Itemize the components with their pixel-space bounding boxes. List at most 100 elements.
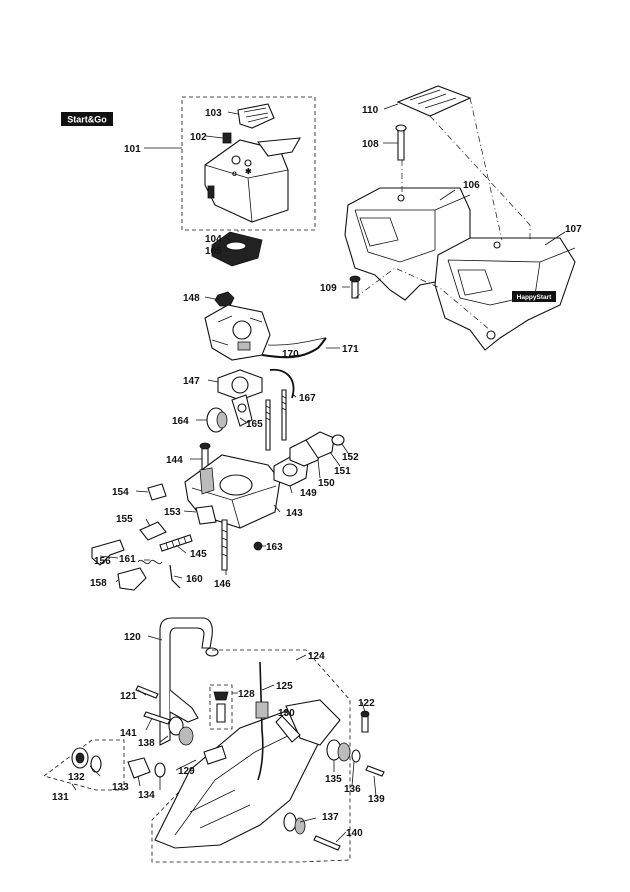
part-129-part bbox=[203, 745, 227, 765]
label-153: 153 bbox=[164, 507, 181, 518]
part-170-fuel-line bbox=[261, 337, 327, 359]
label-139: 139 bbox=[368, 794, 385, 805]
label-132: 132 bbox=[68, 772, 85, 783]
label-108: 108 bbox=[362, 139, 379, 150]
label-151: 151 bbox=[334, 466, 351, 477]
label-146: 146 bbox=[214, 579, 231, 590]
part-167-hose bbox=[269, 368, 295, 399]
part-108-bolt bbox=[397, 127, 405, 161]
part-137-damper bbox=[283, 812, 297, 832]
svg-text:o: o bbox=[232, 169, 237, 178]
group-101-box bbox=[181, 96, 316, 231]
part-130-part bbox=[275, 715, 301, 743]
label-161: 161 bbox=[119, 554, 136, 565]
part-110-plate bbox=[396, 85, 472, 117]
part-160-pin bbox=[169, 564, 181, 589]
part-152-washer bbox=[331, 434, 345, 446]
part-141-screw bbox=[143, 711, 171, 725]
label-144: 144 bbox=[166, 455, 183, 466]
label-164: 164 bbox=[172, 416, 189, 427]
label-156: 156 bbox=[94, 556, 111, 567]
label-136: 136 bbox=[344, 784, 361, 795]
label-101: 101 bbox=[124, 144, 141, 155]
label-106: 106 bbox=[463, 180, 480, 191]
part-103-filter-element bbox=[237, 103, 275, 129]
label-104: 104 bbox=[205, 234, 222, 245]
label-150: 150 bbox=[318, 478, 335, 489]
label-125: 125 bbox=[276, 681, 293, 692]
label-133: 133 bbox=[112, 782, 129, 793]
label-147: 147 bbox=[183, 376, 200, 387]
part-134-ring bbox=[154, 762, 166, 778]
start-go-label: Start&Go bbox=[67, 115, 107, 125]
label-137: 137 bbox=[322, 812, 339, 823]
handle-group bbox=[43, 617, 385, 863]
part-109-bolt bbox=[351, 279, 359, 299]
carburetor-group bbox=[91, 291, 345, 591]
label-110: 110 bbox=[362, 105, 379, 116]
part-148-nut bbox=[214, 291, 235, 307]
label-170: 170 bbox=[282, 349, 299, 360]
part-163-nut bbox=[253, 541, 263, 551]
label-129: 129 bbox=[178, 766, 195, 777]
label-130: 130 bbox=[278, 708, 295, 719]
part-138-bushing bbox=[168, 716, 184, 736]
top-cover-group bbox=[344, 85, 576, 351]
label-107: 107 bbox=[565, 224, 582, 235]
label-148: 148 bbox=[183, 293, 200, 304]
label-155: 155 bbox=[116, 514, 133, 525]
label-145: 145 bbox=[190, 549, 207, 560]
part-151-plate bbox=[305, 431, 335, 459]
leader-lines bbox=[71, 103, 566, 843]
label-122: 122 bbox=[358, 698, 375, 709]
label-121: 121 bbox=[120, 691, 137, 702]
label-138: 138 bbox=[138, 738, 155, 749]
label-128: 128 bbox=[238, 689, 255, 700]
label-103: 103 bbox=[205, 108, 222, 119]
group-124-box bbox=[151, 649, 351, 863]
label-140: 140 bbox=[346, 828, 363, 839]
happy-start-badge: HappyStart bbox=[512, 291, 556, 302]
part-154-clip bbox=[147, 483, 167, 501]
part-155-pad bbox=[139, 521, 167, 541]
part-labels: 101 102 103 104 105 106 107 108 109 110 … bbox=[52, 105, 582, 839]
part-125-cable bbox=[257, 661, 264, 781]
part-101-cover-flap bbox=[256, 137, 302, 157]
group-128-box bbox=[209, 684, 233, 730]
part-158-part bbox=[117, 567, 147, 591]
part-136-washer bbox=[351, 749, 361, 763]
part-120-front-handle bbox=[159, 617, 213, 746]
label-158: 158 bbox=[90, 578, 107, 589]
part-140-screw bbox=[313, 835, 341, 851]
label-149: 149 bbox=[300, 488, 317, 499]
label-141: 141 bbox=[120, 728, 137, 739]
part-146-bolt bbox=[221, 519, 228, 571]
air-filter-cover-group: o ✱ bbox=[181, 96, 316, 267]
happy-start-label: HappyStart bbox=[517, 294, 553, 301]
part-145-spring-screw bbox=[159, 534, 193, 552]
label-134: 134 bbox=[138, 790, 155, 801]
label-102: 102 bbox=[190, 132, 207, 143]
label-131: 131 bbox=[52, 792, 69, 803]
label-163: 163 bbox=[266, 542, 283, 553]
label-165: 165 bbox=[246, 419, 263, 430]
label-152: 152 bbox=[342, 452, 359, 463]
part-133-part bbox=[127, 757, 151, 779]
svg-text:✱: ✱ bbox=[245, 167, 252, 176]
label-109: 109 bbox=[320, 283, 337, 294]
label-135: 135 bbox=[325, 774, 342, 785]
part-161-spring bbox=[137, 559, 163, 565]
part-102-screw bbox=[222, 132, 232, 144]
part-153-bracket bbox=[195, 505, 217, 525]
label-143: 143 bbox=[286, 508, 303, 519]
label-124: 124 bbox=[308, 651, 325, 662]
label-154: 154 bbox=[112, 487, 129, 498]
label-120: 120 bbox=[124, 632, 141, 643]
label-160: 160 bbox=[186, 574, 203, 585]
label-171: 171 bbox=[342, 344, 359, 355]
group-131-box bbox=[43, 739, 125, 791]
label-105: 105 bbox=[205, 246, 222, 257]
label-167: 167 bbox=[299, 393, 316, 404]
